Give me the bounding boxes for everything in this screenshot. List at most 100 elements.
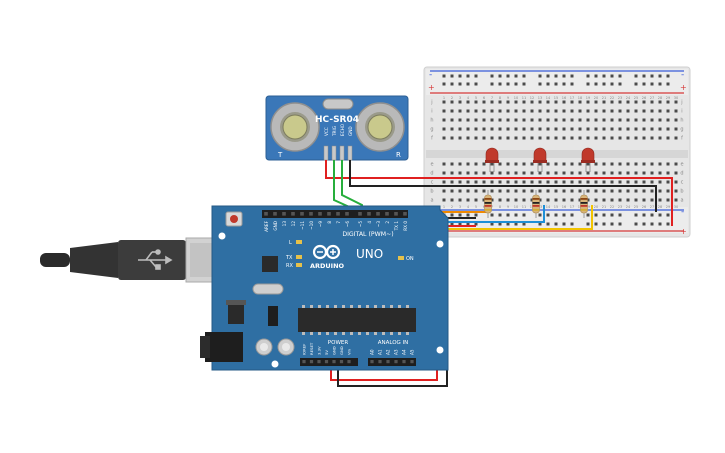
rail-hole[interactable]: [642, 82, 646, 86]
terminal-hole[interactable]: [450, 189, 454, 193]
terminal-hole[interactable]: [586, 180, 590, 184]
power-pin-hole[interactable]: [302, 360, 306, 364]
terminal-hole[interactable]: [538, 171, 542, 175]
terminal-hole[interactable]: [498, 100, 502, 104]
rail-hole[interactable]: [450, 222, 454, 226]
terminal-hole[interactable]: [498, 189, 502, 193]
rail-hole[interactable]: [490, 213, 494, 217]
rail-hole[interactable]: [498, 222, 502, 226]
terminal-hole[interactable]: [666, 109, 670, 113]
terminal-hole[interactable]: [490, 189, 494, 193]
terminal-hole[interactable]: [474, 100, 478, 104]
terminal-hole[interactable]: [546, 171, 550, 175]
sensor-pin-vcc[interactable]: [323, 145, 329, 161]
terminal-hole[interactable]: [674, 127, 678, 131]
rail-hole[interactable]: [490, 82, 494, 86]
terminal-hole[interactable]: [610, 180, 614, 184]
terminal-hole[interactable]: [490, 198, 494, 202]
terminal-hole[interactable]: [666, 100, 670, 104]
terminal-hole[interactable]: [618, 180, 622, 184]
terminal-hole[interactable]: [586, 100, 590, 104]
terminal-hole[interactable]: [610, 100, 614, 104]
terminal-hole[interactable]: [538, 100, 542, 104]
terminal-hole[interactable]: [554, 189, 558, 193]
terminal-hole[interactable]: [658, 171, 662, 175]
rail-hole[interactable]: [514, 74, 518, 78]
terminal-hole[interactable]: [626, 127, 630, 131]
terminal-hole[interactable]: [458, 127, 462, 131]
terminal-hole[interactable]: [674, 189, 678, 193]
rail-hole[interactable]: [562, 222, 566, 226]
terminal-hole[interactable]: [674, 100, 678, 104]
terminal-hole[interactable]: [554, 118, 558, 122]
terminal-hole[interactable]: [650, 127, 654, 131]
terminal-hole[interactable]: [650, 171, 654, 175]
rail-hole[interactable]: [602, 74, 606, 78]
terminal-hole[interactable]: [666, 118, 670, 122]
rail-hole[interactable]: [442, 74, 446, 78]
rail-hole[interactable]: [474, 222, 478, 226]
terminal-hole[interactable]: [634, 118, 638, 122]
terminal-hole[interactable]: [594, 198, 598, 202]
terminal-hole[interactable]: [642, 180, 646, 184]
terminal-hole[interactable]: [522, 198, 526, 202]
terminal-hole[interactable]: [490, 109, 494, 113]
terminal-hole[interactable]: [450, 136, 454, 140]
terminal-hole[interactable]: [490, 118, 494, 122]
analog-pin-hole[interactable]: [370, 360, 374, 364]
rail-hole[interactable]: [538, 82, 542, 86]
rail-hole[interactable]: [610, 213, 614, 217]
rail-hole[interactable]: [458, 222, 462, 226]
rail-hole[interactable]: [642, 213, 646, 217]
terminal-hole[interactable]: [490, 180, 494, 184]
terminal-hole[interactable]: [570, 198, 574, 202]
terminal-hole[interactable]: [642, 198, 646, 202]
terminal-hole[interactable]: [450, 171, 454, 175]
terminal-hole[interactable]: [610, 127, 614, 131]
terminal-hole[interactable]: [626, 109, 630, 113]
rail-hole[interactable]: [658, 222, 662, 226]
terminal-hole[interactable]: [666, 162, 670, 166]
terminal-hole[interactable]: [538, 118, 542, 122]
rail-hole[interactable]: [442, 82, 446, 86]
rail-hole[interactable]: [586, 74, 590, 78]
terminal-hole[interactable]: [514, 118, 518, 122]
terminal-hole[interactable]: [458, 118, 462, 122]
rail-hole[interactable]: [594, 222, 598, 226]
rail-hole[interactable]: [450, 82, 454, 86]
terminal-hole[interactable]: [586, 136, 590, 140]
terminal-hole[interactable]: [650, 109, 654, 113]
terminal-hole[interactable]: [658, 136, 662, 140]
terminal-hole[interactable]: [642, 189, 646, 193]
terminal-hole[interactable]: [458, 198, 462, 202]
terminal-hole[interactable]: [642, 109, 646, 113]
terminal-hole[interactable]: [506, 180, 510, 184]
rail-hole[interactable]: [490, 222, 494, 226]
terminal-hole[interactable]: [602, 171, 606, 175]
terminal-hole[interactable]: [546, 162, 550, 166]
terminal-hole[interactable]: [562, 198, 566, 202]
terminal-hole[interactable]: [610, 171, 614, 175]
terminal-hole[interactable]: [594, 171, 598, 175]
terminal-hole[interactable]: [634, 171, 638, 175]
rail-hole[interactable]: [458, 82, 462, 86]
terminal-hole[interactable]: [442, 180, 446, 184]
terminal-hole[interactable]: [506, 127, 510, 131]
terminal-hole[interactable]: [634, 198, 638, 202]
rail-hole[interactable]: [618, 74, 622, 78]
rail-hole[interactable]: [466, 82, 470, 86]
rail-hole[interactable]: [594, 82, 598, 86]
terminal-hole[interactable]: [562, 189, 566, 193]
rail-hole[interactable]: [610, 222, 614, 226]
terminal-hole[interactable]: [466, 109, 470, 113]
terminal-hole[interactable]: [602, 162, 606, 166]
terminal-hole[interactable]: [522, 100, 526, 104]
rail-hole[interactable]: [506, 82, 510, 86]
terminal-hole[interactable]: [570, 127, 574, 131]
rail-hole[interactable]: [538, 74, 542, 78]
terminal-hole[interactable]: [586, 127, 590, 131]
terminal-hole[interactable]: [554, 127, 558, 131]
terminal-hole[interactable]: [642, 118, 646, 122]
rail-hole[interactable]: [506, 222, 510, 226]
terminal-hole[interactable]: [658, 127, 662, 131]
